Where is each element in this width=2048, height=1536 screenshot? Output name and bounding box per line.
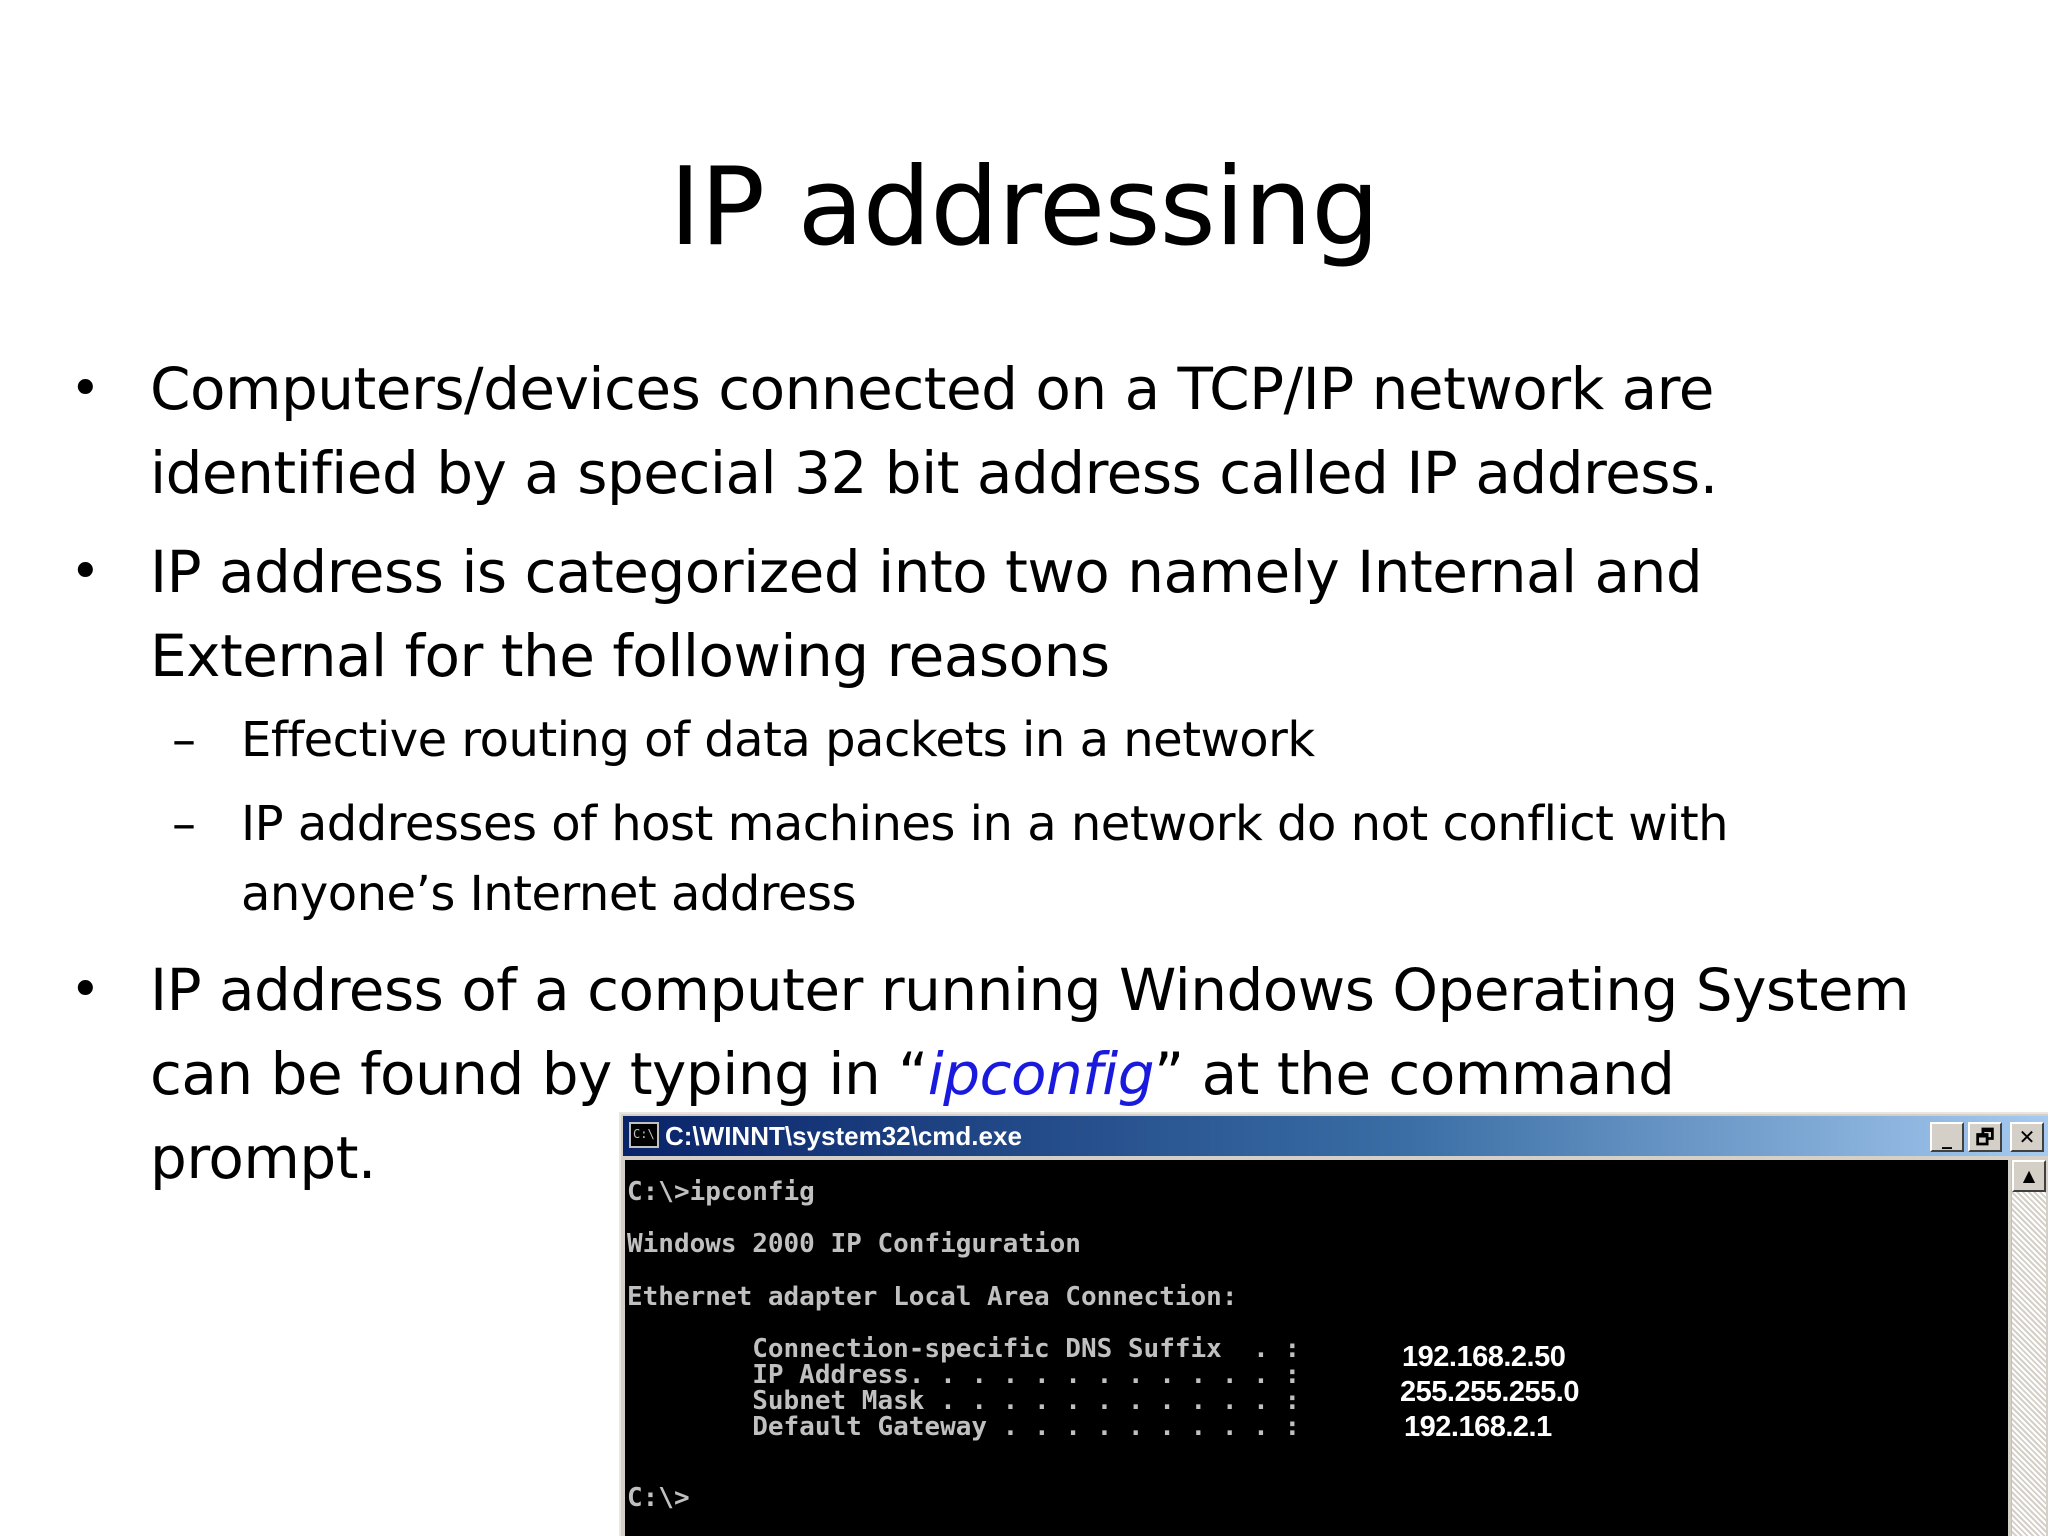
bullet-line: prompt. bbox=[150, 1124, 376, 1192]
bullet-text: ” at the command bbox=[1154, 1040, 1675, 1108]
console-output[interactable]: C:\>ipconfig Windows 2000 IP Configurati… bbox=[625, 1160, 2008, 1536]
bullet-line: IP address is categorized into two namel… bbox=[150, 538, 1703, 606]
minimize-button[interactable]: _ bbox=[1930, 1122, 1964, 1152]
console-window: C:\ C:\WINNT\system32\cmd.exe _ 🗗 ✕ C:\>… bbox=[619, 1112, 2048, 1536]
sub-bullet-item: Effective routing of data packets in a n… bbox=[241, 705, 1801, 775]
console-gateway-line: Default Gateway . . . . . . . . . : bbox=[627, 1412, 1301, 1442]
bullet-line: IP address of a computer running Windows… bbox=[150, 956, 1910, 1024]
slide-title: IP addressing bbox=[669, 145, 1380, 270]
console-prompt-line: C:\> bbox=[627, 1483, 690, 1513]
default-gateway-value: 192.168.2.1 bbox=[1404, 1411, 1552, 1443]
console-titlebar: C:\ C:\WINNT\system32\cmd.exe _ 🗗 ✕ bbox=[623, 1116, 2048, 1156]
bullet-line: identified by a special 32 bit address c… bbox=[150, 439, 1718, 507]
bullet-marker: • bbox=[70, 542, 101, 602]
bullet-line: External for the following reasons bbox=[150, 622, 1110, 690]
sub-bullet-item: IP addresses of host machines in a netwo… bbox=[241, 789, 1801, 929]
scroll-up-arrow-icon[interactable]: ▲ bbox=[2012, 1160, 2046, 1192]
bullet-item: Computers/devices connected on a TCP/IP … bbox=[150, 347, 1910, 515]
sub-bullet-line: IP addresses of host machines in a netwo… bbox=[241, 796, 1729, 852]
console-mask-line: Subnet Mask . . . . . . . . . . . : bbox=[627, 1386, 1301, 1416]
console-title: C:\WINNT\system32\cmd.exe bbox=[665, 1121, 1022, 1151]
sub-bullet-line: anyone’s Internet address bbox=[241, 866, 857, 922]
console-dns-line: Connection-specific DNS Suffix . : bbox=[627, 1334, 1301, 1364]
close-button[interactable]: ✕ bbox=[2010, 1122, 2044, 1152]
console-ip-line: IP Address. . . . . . . . . . . . : bbox=[627, 1360, 1301, 1390]
ip-address-value: 192.168.2.50 bbox=[1402, 1341, 1566, 1373]
bullet-line: Computers/devices connected on a TCP/IP … bbox=[150, 355, 1714, 423]
ipconfig-command: ipconfig bbox=[927, 1040, 1155, 1108]
bullet-item: IP address of a computer running Windows… bbox=[150, 948, 1910, 1200]
restore-button[interactable]: 🗗 bbox=[1968, 1122, 2002, 1152]
bullet-text: can be found by typing in “ bbox=[150, 1040, 928, 1108]
console-scrollbar[interactable]: ▲ bbox=[2011, 1160, 2046, 1536]
sub-bullet-marker: – bbox=[172, 796, 196, 852]
bullet-marker: • bbox=[70, 960, 101, 1020]
console-app-icon[interactable]: C:\ bbox=[629, 1122, 659, 1148]
console-header-line: Windows 2000 IP Configuration bbox=[627, 1229, 1081, 1259]
bullet-marker: • bbox=[70, 359, 101, 419]
subnet-mask-value: 255.255.255.0 bbox=[1400, 1376, 1579, 1408]
console-adapter-line: Ethernet adapter Local Area Connection: bbox=[627, 1282, 1238, 1312]
console-command-line: C:\>ipconfig bbox=[627, 1177, 815, 1207]
bullet-line: can be found by typing in “ipconfig” at … bbox=[150, 1032, 1910, 1116]
sub-bullet-line: Effective routing of data packets in a n… bbox=[241, 712, 1315, 768]
sub-bullet-marker: – bbox=[172, 712, 196, 768]
scroll-track[interactable] bbox=[2012, 1192, 2046, 1536]
bullet-item: IP address is categorized into two namel… bbox=[150, 530, 1910, 698]
